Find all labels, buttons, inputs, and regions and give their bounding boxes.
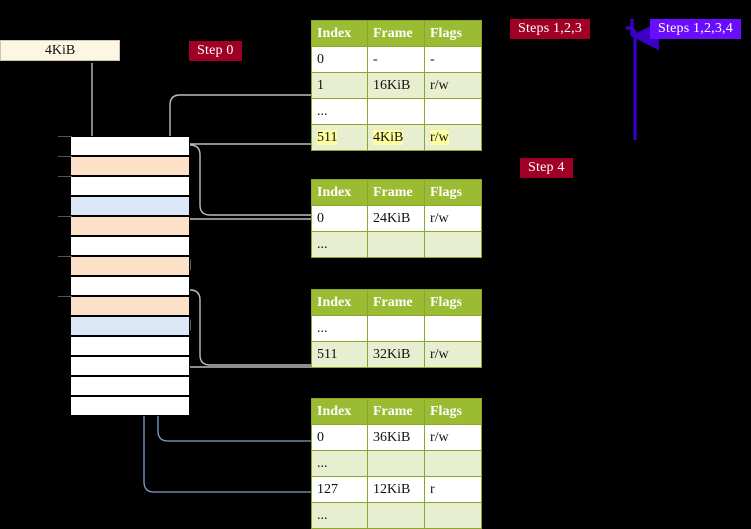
violet-step-arrow	[626, 26, 637, 140]
col-header-flags: Flags	[424, 179, 482, 206]
table-row[interactable]: 511 32KiB r/w	[311, 341, 482, 368]
memory-row	[70, 396, 190, 416]
cell-frame	[367, 315, 425, 342]
cell-frame: 12KiB	[367, 476, 425, 503]
cell-index: ...	[311, 450, 368, 477]
badge-steps-1234: Steps 1,2,3,4	[650, 19, 741, 39]
table-header-row: Index Frame Flags	[311, 179, 482, 206]
table-row[interactable]: 0 36KiB r/w	[311, 424, 482, 451]
memory-row	[70, 296, 190, 316]
memory-tick	[58, 256, 72, 257]
connector-pdpt-0	[179, 218, 311, 250]
cell-index: ...	[311, 231, 368, 258]
table-header-row: Index Frame Flags	[311, 20, 482, 47]
cell-flags: r/w	[424, 341, 482, 368]
cell-flags	[424, 98, 482, 125]
cell-index: 511	[311, 341, 368, 368]
cell-index: 127	[311, 476, 368, 503]
table-row[interactable]: 1 16KiB r/w	[311, 72, 482, 99]
cell-frame: -	[367, 46, 425, 73]
col-header-frame: Frame	[367, 179, 425, 206]
cell-flags: -	[424, 46, 482, 73]
memory-row	[70, 356, 190, 376]
col-header-frame: Frame	[367, 289, 425, 316]
table-row[interactable]: ...	[311, 502, 482, 529]
memory-row	[70, 256, 190, 276]
cell-flags: r/w	[424, 72, 482, 99]
table-row[interactable]: 0 - -	[311, 46, 482, 73]
memory-tick	[58, 176, 72, 177]
badge-step4: Step 4	[520, 158, 573, 178]
size-label-box: 4KiB	[0, 40, 120, 61]
col-header-flags: Flags	[424, 20, 482, 47]
memory-row	[70, 216, 190, 236]
connector-frame-to-pdpt	[189, 144, 311, 216]
memory-tick	[58, 216, 72, 217]
col-header-index: Index	[311, 398, 368, 425]
col-header-index: Index	[311, 179, 368, 206]
cell-flags: r/w	[424, 124, 482, 151]
table-row[interactable]: 127 12KiB r	[311, 476, 482, 503]
memory-row	[70, 376, 190, 396]
col-header-frame: Frame	[367, 398, 425, 425]
badge-steps-123: Steps 1,2,3	[510, 19, 591, 39]
cell-index: 0	[311, 424, 368, 451]
cell-flags: r	[424, 476, 482, 503]
memory-row	[70, 336, 190, 356]
cell-flags	[424, 315, 482, 342]
cell-frame	[367, 450, 425, 477]
cell-index: ...	[311, 502, 368, 529]
cell-index: ...	[311, 315, 368, 342]
cell-frame: 24KiB	[367, 205, 425, 232]
col-header-flags: Flags	[424, 289, 482, 316]
page-table-pd: Index Frame Flags ... 511 32KiB r/w	[311, 289, 482, 368]
cell-frame: 36KiB	[367, 424, 425, 451]
table-header-row: Index Frame Flags	[311, 398, 482, 425]
col-header-index: Index	[311, 20, 368, 47]
memory-tick	[58, 156, 72, 157]
memory-tick	[58, 296, 72, 297]
page-table-pdpt: Index Frame Flags 0 24KiB r/w ...	[311, 179, 482, 258]
table-row[interactable]: ...	[311, 98, 482, 125]
cell-flags	[424, 231, 482, 258]
connector-frame-to-pd	[189, 289, 311, 366]
cell-index: ...	[311, 98, 368, 125]
memory-row	[70, 196, 190, 216]
cell-index: 511	[311, 124, 368, 151]
cell-frame	[367, 502, 425, 529]
memory-row	[70, 136, 190, 156]
badge-step0: Step 0	[189, 41, 242, 61]
cell-flags	[424, 502, 482, 529]
connector-pd-511	[179, 320, 311, 368]
cell-flags: r/w	[424, 424, 482, 451]
table-row[interactable]: ...	[311, 231, 482, 258]
cell-index: 0	[311, 46, 368, 73]
memory-row	[70, 176, 190, 196]
memory-tick	[58, 136, 72, 137]
cell-flags: r/w	[424, 205, 482, 232]
connector-pml4-1	[169, 94, 311, 143]
col-header-flags: Flags	[424, 398, 482, 425]
table-header-row: Index Frame Flags	[311, 289, 482, 316]
cell-index: 1	[311, 72, 368, 99]
memory-row	[70, 156, 190, 176]
memory-row	[70, 236, 190, 256]
page-table-pml4: Index Frame Flags 0 - - 1 16KiB r/w ... …	[311, 20, 482, 151]
table-row[interactable]: 511 4KiB r/w	[311, 124, 482, 151]
cell-flags	[424, 450, 482, 477]
table-row[interactable]: 0 24KiB r/w	[311, 205, 482, 232]
cell-frame	[367, 231, 425, 258]
memory-row	[70, 316, 190, 336]
cell-frame	[367, 98, 425, 125]
table-row[interactable]: ...	[311, 450, 482, 477]
cell-frame: 16KiB	[367, 72, 425, 99]
table-row[interactable]: ...	[311, 315, 482, 342]
cell-index: 0	[311, 205, 368, 232]
col-header-frame: Frame	[367, 20, 425, 47]
cell-frame: 4KiB	[367, 124, 425, 151]
cell-frame: 32KiB	[367, 341, 425, 368]
col-header-index: Index	[311, 289, 368, 316]
page-table-pt: Index Frame Flags 0 36KiB r/w ... 127 12…	[311, 398, 482, 529]
memory-row	[70, 276, 190, 296]
